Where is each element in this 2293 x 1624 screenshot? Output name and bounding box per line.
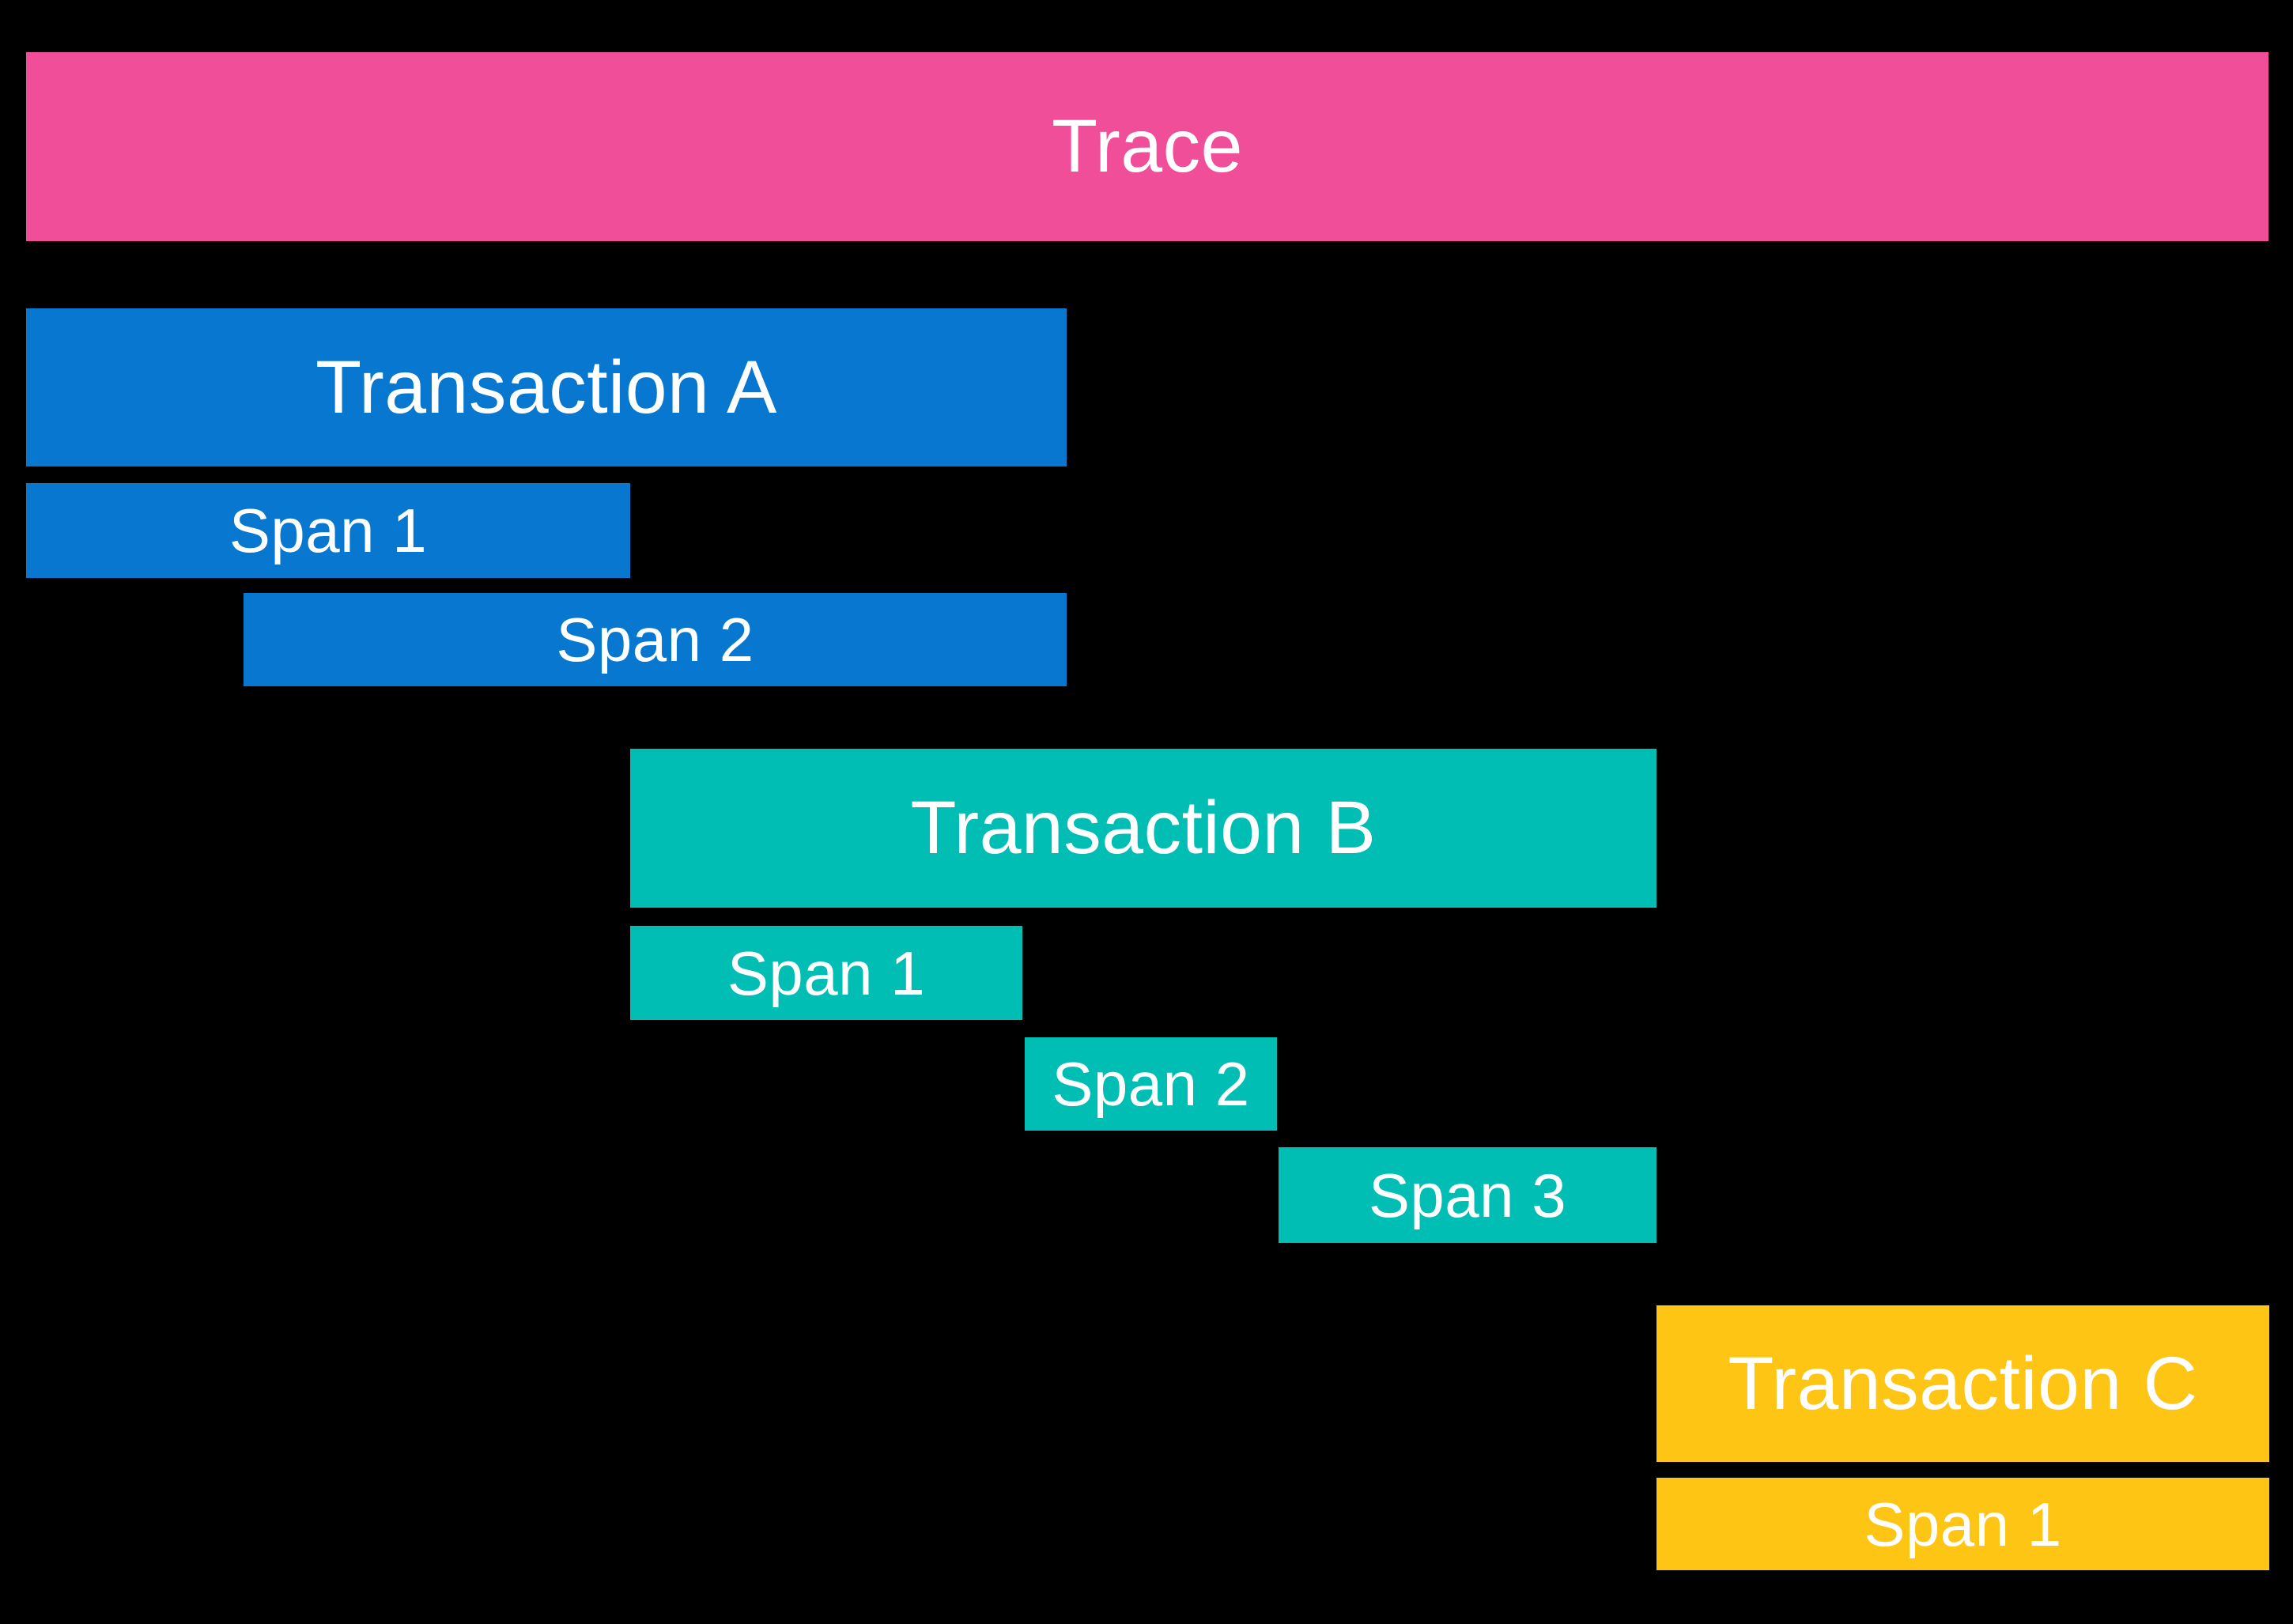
transaction-c-span-1-bar: Span 1 (1656, 1478, 2269, 1570)
transaction-b-span-2-bar: Span 2 (1025, 1037, 1277, 1131)
transaction-b-span-3-bar: Span 3 (1279, 1147, 1656, 1243)
transaction-a-span-1-bar: Span 1 (26, 483, 630, 578)
transaction-b-span-1-bar: Span 1 (630, 926, 1022, 1020)
transaction-a-bar: Transaction A (26, 308, 1067, 466)
transaction-c-label: Transaction C (1728, 1341, 2198, 1426)
transaction-a-span-2-bar: Span 2 (244, 593, 1067, 686)
transaction-c-bar: Transaction C (1656, 1305, 2269, 1462)
transaction-b-span-1-label: Span 1 (727, 938, 926, 1008)
transaction-b-span-3-label: Span 3 (1368, 1160, 1567, 1230)
transaction-b-bar: Transaction B (630, 749, 1656, 908)
trace-label: Trace (1052, 104, 1243, 188)
transaction-a-span-2-label: Span 2 (556, 605, 754, 674)
transaction-a-label: Transaction A (315, 345, 777, 429)
transaction-c-span-1-label: Span 1 (1864, 1489, 2062, 1559)
transaction-b-span-2-label: Span 2 (1052, 1049, 1250, 1119)
trace-bar: Trace (26, 52, 2268, 241)
transaction-b-label: Transaction B (910, 786, 1377, 870)
transaction-a-span-1-label: Span 1 (229, 496, 428, 565)
